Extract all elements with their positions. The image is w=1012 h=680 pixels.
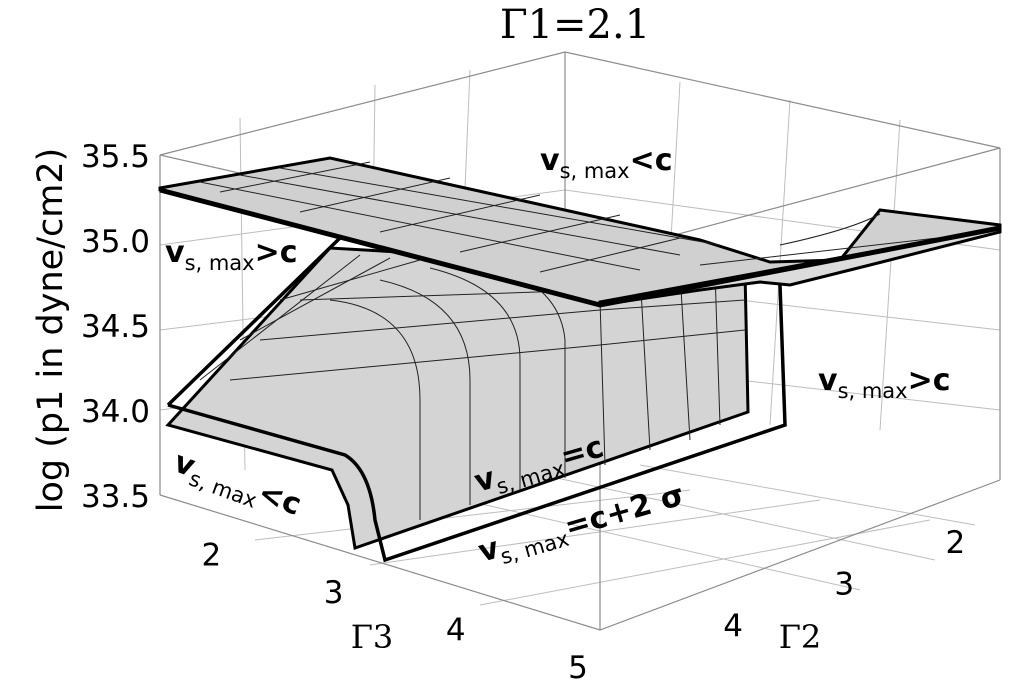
y-tick-label: 2: [945, 525, 965, 561]
y-axis-label: Γ2: [779, 618, 822, 656]
x-ticks: 2 3 4 5: [201, 538, 587, 680]
y-ticks: 2 3 4: [723, 525, 965, 644]
z-tick-label: 34.0: [81, 394, 150, 430]
x-axis-label: Γ3: [351, 618, 394, 656]
c-plus-2sigma-outline: [166, 236, 787, 563]
z-axis-label-text: log (p1 in dyne/cm2): [31, 148, 71, 512]
y-tick-label: 4: [723, 608, 743, 644]
z-tick-label: 35.0: [81, 224, 150, 260]
upper-surface-mesh: [199, 161, 991, 273]
z-ticks: 33.5 34.0 34.5 35.0 35.5: [81, 139, 150, 515]
z-axis-label: log (p1 in dyne/cm2): [31, 148, 71, 512]
annotation-left-upper: vs, max>c: [165, 235, 298, 275]
annotation-top: vs, max<c: [540, 143, 673, 183]
chart-title: Γ1=2.1: [500, 2, 650, 48]
title-text: Γ1=2.1: [500, 2, 650, 48]
y-axis-label-text: Γ2: [779, 618, 822, 656]
x-tick-label: 3: [324, 575, 344, 611]
upper-front-edge: [159, 187, 1001, 308]
annotation-right: vs, max>c: [818, 363, 951, 403]
x-tick-label: 4: [446, 613, 466, 649]
x-axis-label-text: Γ3: [351, 618, 394, 656]
x-tick-label: 5: [568, 650, 588, 680]
z-tick-label: 33.5: [81, 479, 150, 515]
y-tick-label: 3: [834, 567, 854, 603]
z-tick-label: 34.5: [81, 309, 150, 345]
z-tick-label: 35.5: [81, 139, 150, 175]
x-tick-label: 2: [201, 538, 221, 574]
